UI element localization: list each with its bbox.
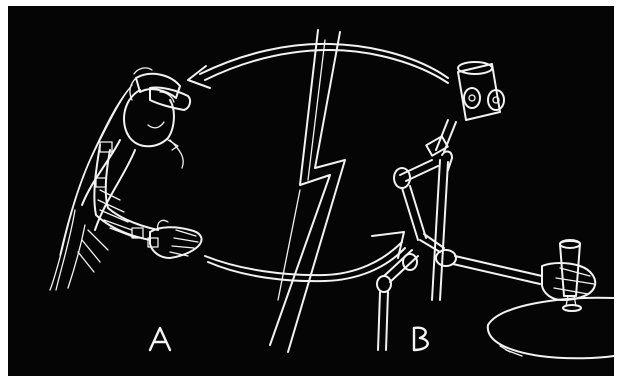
blackboard-panel	[8, 6, 614, 376]
